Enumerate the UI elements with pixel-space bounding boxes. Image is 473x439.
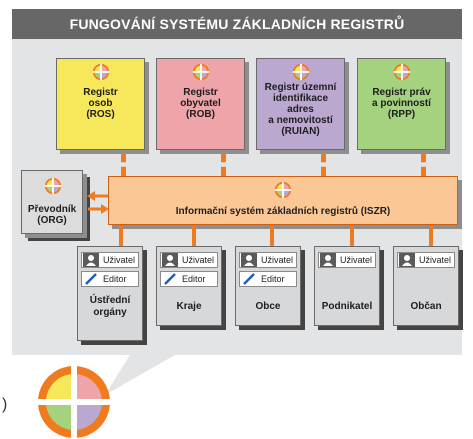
user-card-label: Podnikatel	[321, 301, 373, 312]
user-badge: Uživatel	[160, 252, 218, 268]
converter-box: Převodník(ORG)	[21, 170, 83, 234]
user-card-label: Obce	[255, 301, 281, 312]
user-icon	[83, 253, 99, 267]
text-fragment: )	[2, 396, 8, 413]
user-icon	[399, 253, 415, 267]
user-card-obcan: Uživatel Občan	[393, 246, 459, 326]
editor-badge: Editor	[239, 271, 297, 287]
user-card-obce: Uživatel Editor Obce	[235, 246, 301, 326]
user-badge: Uživatel	[318, 252, 376, 268]
pencil-icon	[164, 273, 176, 285]
registry-logo-icon	[44, 177, 62, 195]
page-title: FUNGOVÁNÍ SYSTÉMU ZÁKLADNÍCH REGISTRŮ	[12, 9, 462, 39]
user-card-label: Kraje	[176, 301, 202, 312]
user-card-label: Občan	[410, 301, 442, 312]
editor-badge: Editor	[160, 271, 218, 287]
user-connector	[350, 226, 354, 248]
user-badge: Uživatel	[239, 252, 297, 268]
register-connector	[421, 153, 426, 176]
user-connector	[270, 226, 274, 248]
registry-logo-icon	[292, 63, 310, 81]
iszr-label: Informační systém základních registrů (I…	[175, 206, 391, 217]
registry-logo-icon	[393, 63, 411, 81]
user-icon	[162, 253, 178, 267]
register-connector	[321, 153, 326, 176]
user-badge: Uživatel	[81, 252, 139, 268]
converter-arrows	[87, 191, 109, 214]
register-connector	[221, 153, 226, 176]
user-card-kraje: Uživatel Editor Kraje	[156, 246, 222, 326]
user-card-podnikatel: Uživatel Podnikatel	[314, 246, 380, 326]
converter-label: Převodník(ORG)	[27, 204, 77, 226]
user-icon	[320, 253, 336, 267]
pencil-icon	[243, 273, 255, 285]
user-connector	[119, 226, 123, 248]
user-connector	[192, 226, 196, 248]
iszr-box: Informační systém základních registrů (I…	[108, 176, 458, 225]
editor-badge: Editor	[81, 271, 139, 287]
user-badge: Uživatel	[397, 252, 455, 268]
user-icon	[241, 253, 257, 267]
register-connector	[121, 153, 126, 176]
registry-logo-icon	[92, 63, 110, 81]
registry-logo-icon	[37, 365, 111, 439]
user-connector	[429, 226, 433, 248]
pencil-icon	[85, 273, 97, 285]
registry-logo-icon	[192, 63, 210, 81]
registry-logo-icon	[274, 181, 292, 199]
